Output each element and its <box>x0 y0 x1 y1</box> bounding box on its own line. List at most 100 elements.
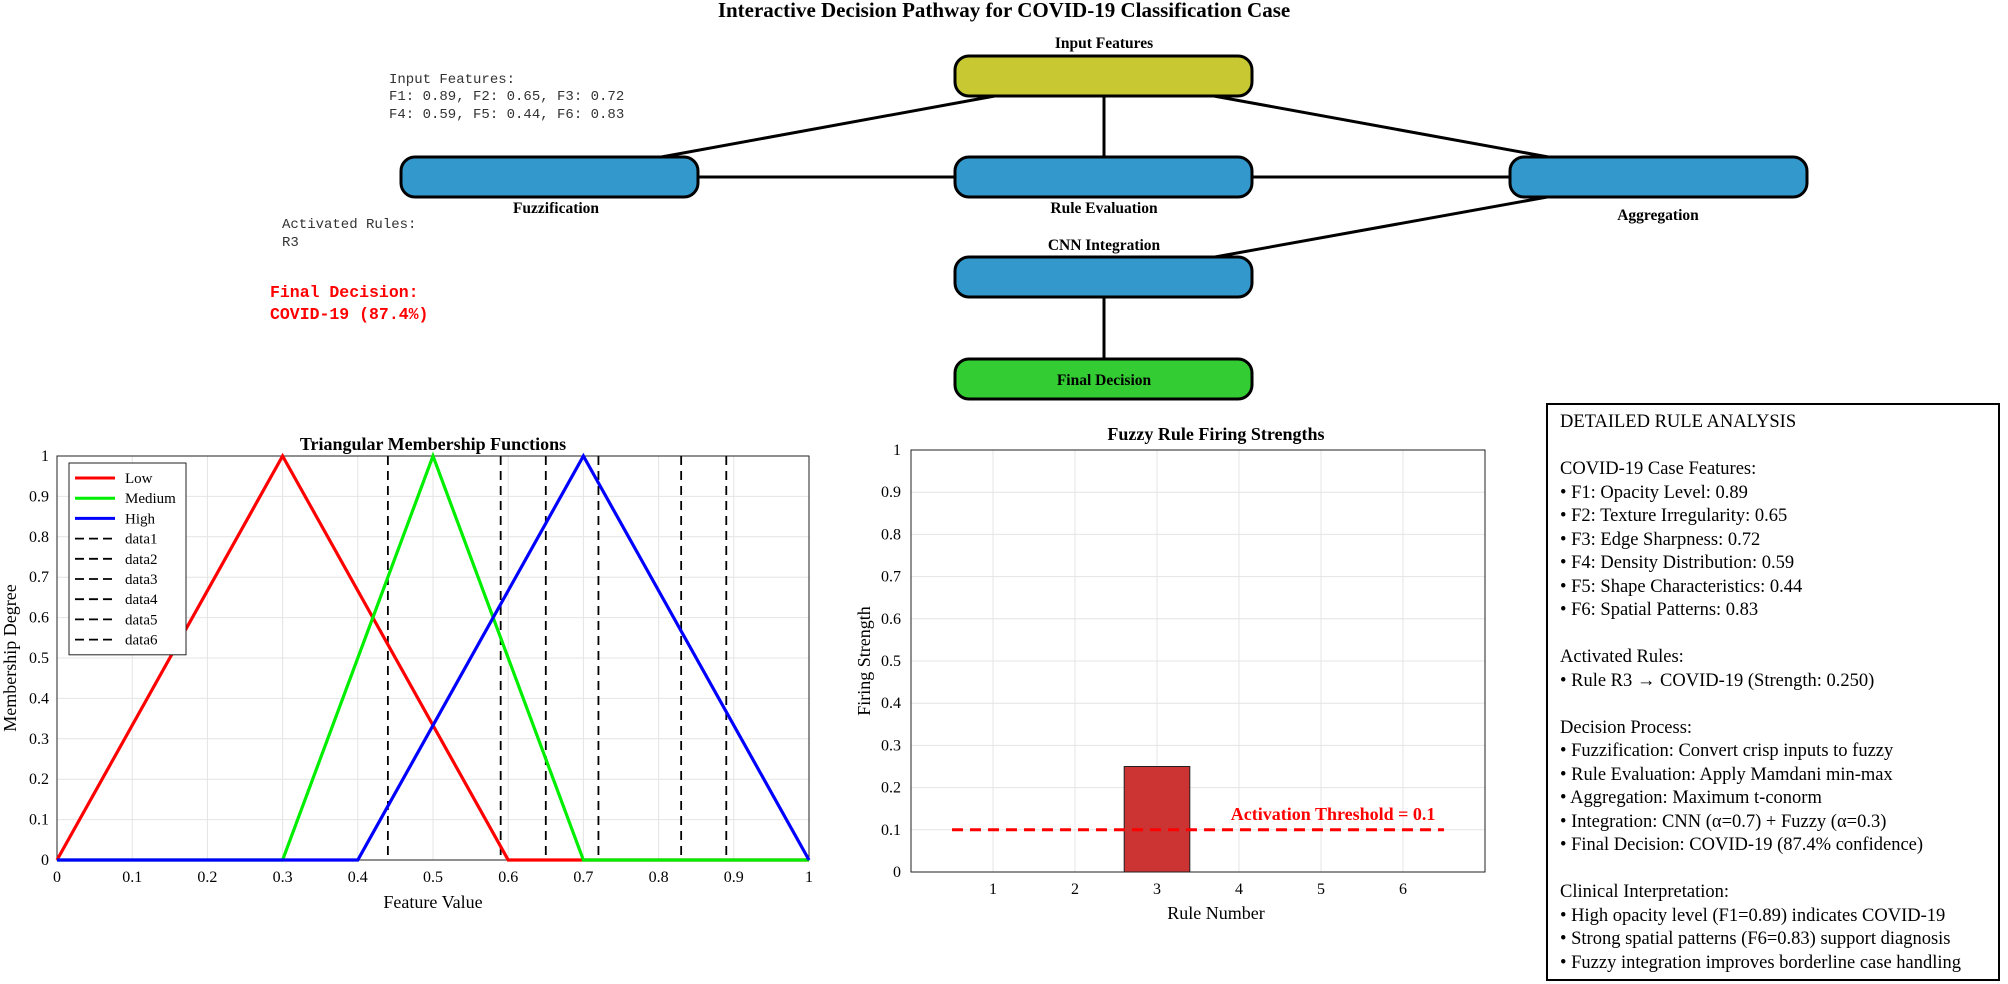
rule-analysis-line: Decision Process: <box>1560 717 1693 738</box>
firing-x-tick-label: 5 <box>1317 881 1325 898</box>
node-label-aggregation: Aggregation <box>1617 207 1699 224</box>
rule-analysis-spacer <box>1560 858 1986 882</box>
membership-legend-label: High <box>125 511 156 527</box>
membership-y-tick-label: 0.9 <box>29 488 49 505</box>
final-decision-annotation-value: COVID-19 (87.4%) <box>270 305 428 324</box>
membership-legend-label: Medium <box>125 491 176 507</box>
node-final-decision <box>953 357 1254 401</box>
rule-analysis-line: • F1: Opacity Level: 0.89 <box>1560 482 1748 503</box>
membership-y-tick-label: 0.5 <box>29 650 49 667</box>
firing-y-tick-label: 0.4 <box>881 695 901 712</box>
firing-x-tick-label: 6 <box>1399 881 1407 898</box>
membership-x-axis-label: Feature Value <box>383 892 482 912</box>
node-label-cnn: CNN Integration <box>1048 237 1161 254</box>
firing-y-tick-label: 0.1 <box>881 822 901 839</box>
input-features-annotation-line1: F1: 0.89, F2: 0.65, F3: 0.72 <box>389 89 624 105</box>
firing-y-tick-label: 0.3 <box>881 737 901 754</box>
membership-x-tick-label: 1 <box>805 869 813 886</box>
membership-x-tick-label: 0 <box>53 869 61 886</box>
membership-x-tick-label: 0.7 <box>573 869 593 886</box>
firing-y-tick-label: 0.2 <box>881 780 901 797</box>
node-rule-evaluation <box>953 155 1254 199</box>
node-label-input: Input Features <box>1055 35 1153 52</box>
membership-series <box>55 451 811 862</box>
membership-y-tick-label: 0.1 <box>29 812 49 829</box>
rule-analysis-line: • F4: Density Distribution: 0.59 <box>1560 553 1795 573</box>
firing-x-tick-label: 2 <box>1071 881 1079 898</box>
membership-legend-label: data3 <box>125 572 157 588</box>
rule-analysis-line: • F6: Spatial Patterns: 0.83 <box>1560 600 1759 620</box>
threshold-label: Activation Threshold = 0.1 <box>1231 804 1436 824</box>
firing-bar-rule-3 <box>1123 766 1191 873</box>
membership-legend-label: data5 <box>125 612 157 628</box>
rule-analysis-line: • Strong spatial patterns (F6=0.83) supp… <box>1560 929 1951 949</box>
membership-legend-box <box>68 462 187 656</box>
rule-analysis-line: • F3: Edge Sharpness: 0.72 <box>1560 529 1761 550</box>
rule-analysis-spacer <box>1560 435 1986 459</box>
node-label-final: Final Decision <box>1057 372 1152 389</box>
firing-threshold: Activation Threshold = 0.1 <box>952 804 1444 832</box>
firing-chart-title: Fuzzy Rule Firing Strengths <box>1107 424 1324 444</box>
input-features-annotation-title: Input Features: <box>389 72 515 88</box>
rule-analysis-line: • F2: Texture Irregularity: 0.65 <box>1560 506 1788 526</box>
rule-analysis-line: • Fuzzy integration improves borderline … <box>1560 952 1962 973</box>
rule-analysis-line: • Fuzzification: Convert crisp inputs to… <box>1560 741 1894 761</box>
node-input-features <box>953 54 1254 98</box>
firing-y-axis-label: Firing Strength <box>854 606 874 716</box>
rule-analysis-line: • Integration: CNN (α=0.7) + Fuzzy (α=0.… <box>1560 811 1887 832</box>
membership-y-tick-label: 0.6 <box>29 610 49 627</box>
firing-x-tick-label: 3 <box>1153 881 1161 898</box>
membership-y-tick-label: 0.8 <box>29 529 49 546</box>
membership-x-tick-label: 0.1 <box>122 869 142 886</box>
rule-analysis-panel: DETAILED RULE ANALYSIS COVID-19 Case Feat… <box>1546 403 2000 981</box>
rule-analysis-line: • Rule Evaluation: Apply Mamdani min-max <box>1560 764 1893 785</box>
rule-analysis-line: DETAILED RULE ANALYSIS <box>1560 412 1797 432</box>
membership-x-tick-label: 0.2 <box>197 869 217 886</box>
membership-y-tick-label: 0.4 <box>29 690 49 707</box>
main-title: Interactive Decision Pathway for COVID-1… <box>718 0 1290 22</box>
rule-analysis-spacer <box>1560 623 1986 647</box>
rule-analysis-line: • Final Decision: COVID-19 (87.4% confid… <box>1560 835 1924 855</box>
membership-legend-label: data2 <box>125 552 157 568</box>
firing-y-tick-label: 1 <box>893 442 901 459</box>
membership-y-tick-label: 1 <box>41 448 49 465</box>
rule-analysis-line: • Aggregation: Maximum t-conorm <box>1560 788 1822 808</box>
membership-y-tick-label: 0.7 <box>29 569 49 586</box>
membership-y-tick-label: 0.3 <box>29 731 49 748</box>
firing-x-tick-label: 4 <box>1235 881 1243 898</box>
membership-y-tick-label: 0.2 <box>29 771 49 788</box>
decision-pathway-diagram: Input Features Fuzzification Rule Evalua… <box>270 35 1809 401</box>
rule-analysis-line: Activated Rules: <box>1560 647 1684 667</box>
membership-x-tick-label: 0.8 <box>649 869 669 886</box>
firing-y-tick-label: 0.6 <box>881 611 901 628</box>
firing-plot-frame <box>910 449 1486 873</box>
firing-y-tick-label: 0 <box>893 864 901 881</box>
node-cnn-integration <box>953 255 1254 299</box>
membership-chart-title: Triangular Membership Functions <box>300 434 566 454</box>
membership-legend-label: Low <box>125 471 153 487</box>
firing-y-tick-label: 0.7 <box>881 569 901 586</box>
rule-analysis-spacer <box>1560 693 1986 717</box>
rule-analysis-line: • Rule R3 → COVID-19 (Strength: 0.250) <box>1560 670 1875 691</box>
firing-y-tick-label: 0.5 <box>881 653 901 670</box>
rule-analysis-line: COVID-19 Case Features: <box>1560 459 1757 479</box>
membership-x-tick-label: 0.5 <box>423 869 443 886</box>
membership-x-tick-label: 0.4 <box>348 869 368 886</box>
activated-rules-annotation-title: Activated Rules: <box>282 217 416 233</box>
node-aggregation <box>1508 155 1809 199</box>
membership-legend-label: data1 <box>125 532 157 548</box>
membership-y-tick-label: 0 <box>41 852 49 869</box>
membership-y-axis-label: Membership Degree <box>0 584 20 731</box>
firing-bars <box>1123 766 1191 873</box>
node-fuzzification <box>399 155 700 199</box>
membership-legend-label: data4 <box>125 592 158 608</box>
rule-analysis-line: Clinical Interpretation: <box>1560 882 1730 902</box>
activated-rules-annotation-value: R3 <box>282 235 299 251</box>
membership-legend-label: data6 <box>125 633 158 649</box>
